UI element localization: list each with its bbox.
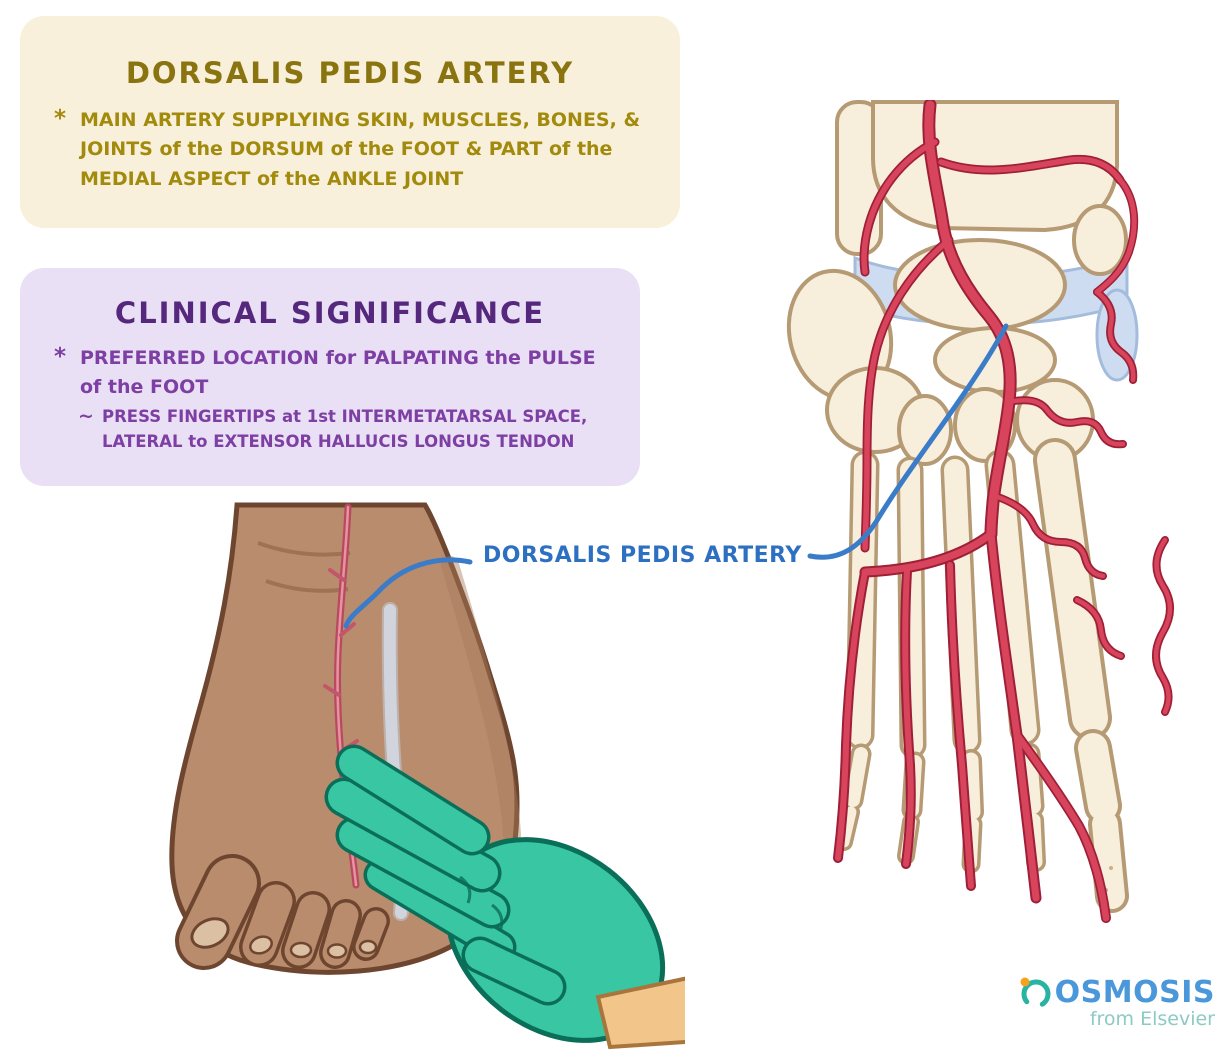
medial-malleolus bbox=[1072, 204, 1128, 276]
asterisk-bullet-icon: * bbox=[54, 106, 67, 132]
clinical-box-sub-bullet-text: PRESS FINGERTIPS at 1st INTERMETATARSAL … bbox=[102, 407, 588, 451]
glove-cuff bbox=[595, 976, 685, 1050]
dorsalis-pedis-artery-label: DORSALIS PEDIS ARTERY bbox=[483, 543, 802, 568]
skeletal-foot-illustration bbox=[786, 100, 1200, 970]
clinical-box-sub-bullet: ~ PRESS FINGERTIPS at 1st INTERMETATARSA… bbox=[78, 405, 628, 455]
clinical-box-bullet-text: PREFERRED LOCATION for PALPATING the PUL… bbox=[80, 347, 596, 398]
toenail bbox=[249, 935, 273, 955]
logo-wordmark: OSMOSIS bbox=[1054, 974, 1215, 1010]
tarsal-bones bbox=[786, 238, 1095, 466]
artery-box-bullet: * MAIN ARTERY SUPPLYING SKIN, MUSCLES, B… bbox=[54, 106, 656, 194]
toenail bbox=[358, 939, 378, 955]
toenail bbox=[289, 941, 313, 959]
talus-bone bbox=[893, 238, 1067, 332]
osmosis-logo-mark bbox=[1020, 977, 1051, 1009]
foot-palpation-illustration bbox=[169, 502, 685, 1050]
cuneiform-bone bbox=[897, 394, 953, 466]
artery-box-title: DORSALIS PEDIS ARTERY bbox=[125, 56, 575, 90]
gloved-hand bbox=[324, 744, 685, 1050]
clinical-box-bullet: * PREFERRED LOCATION for PALPATING the P… bbox=[54, 344, 622, 401]
ankle-crease bbox=[257, 541, 351, 557]
clinical-significance-box: CLINICAL SIGNIFICANCE * PREFERRED LOCATI… bbox=[20, 268, 640, 486]
logo-tagline: from Elsevier bbox=[1089, 1008, 1215, 1030]
metatarsal-bones bbox=[845, 438, 1112, 759]
toenail bbox=[190, 917, 230, 949]
toenail bbox=[326, 943, 348, 959]
clinical-box-title: CLINICAL SIGNIFICANCE bbox=[114, 296, 546, 330]
artery-info-box: DORSALIS PEDIS ARTERY * MAIN ARTERY SUPP… bbox=[20, 16, 680, 228]
logo-orange-dot bbox=[1020, 977, 1030, 987]
asterisk-bullet-icon: * bbox=[54, 344, 67, 370]
toes bbox=[175, 854, 390, 970]
osmosis-logo: OSMOSIS from Elsevier bbox=[1020, 974, 1215, 1030]
knuckle-creases bbox=[459, 875, 504, 932]
tilde-bullet-icon: ~ bbox=[78, 405, 94, 427]
artery-box-bullet-text: MAIN ARTERY SUPPLYING SKIN, MUSCLES, BON… bbox=[80, 109, 641, 190]
